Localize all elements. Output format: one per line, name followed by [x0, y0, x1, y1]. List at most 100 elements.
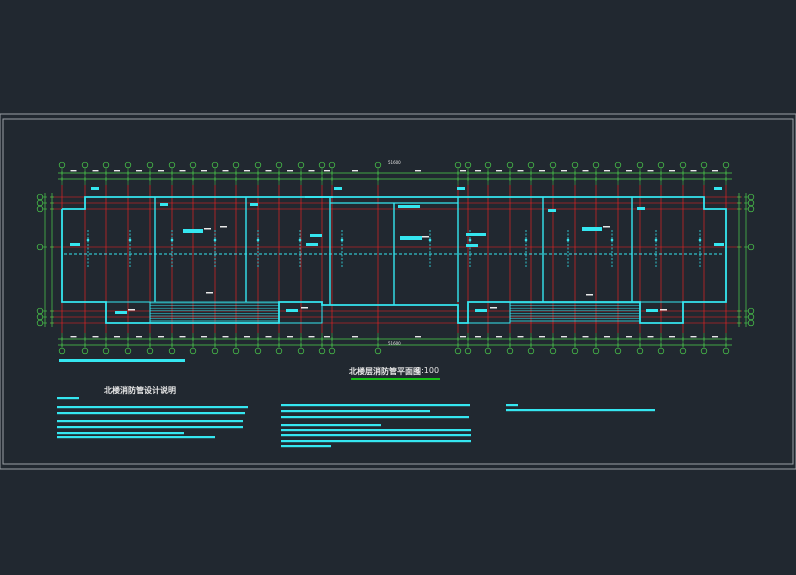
equipment-text [422, 236, 429, 238]
equipment-text [301, 307, 308, 309]
equipment-text [206, 292, 213, 294]
axis-bubble-bottom [81, 347, 89, 355]
dim-label-mark [561, 170, 567, 172]
axis-bubble-left [36, 319, 44, 327]
equipment-text [586, 294, 593, 296]
dim-label-mark [517, 336, 524, 338]
equipment-label [334, 187, 342, 190]
dim-label-mark [222, 336, 229, 338]
sprinkler-head [428, 238, 432, 242]
axis-bubble-bottom [679, 347, 687, 355]
dim-label-mark [70, 170, 77, 172]
axis-bubble-top [484, 161, 492, 169]
axis-bubble-bottom [146, 347, 154, 355]
dim-label-mark [475, 170, 481, 172]
sprinkler-head [128, 238, 132, 242]
sprinkler-head [256, 238, 260, 242]
equipment-label [305, 196, 333, 198]
axis-bubble-right [747, 313, 755, 321]
equipment-label [250, 203, 258, 206]
axis-bubble-top [657, 161, 665, 169]
axis-bubble-bottom [328, 347, 336, 355]
axis-bubble-bottom [297, 347, 305, 355]
equipment-label [398, 205, 420, 208]
drawing-frame-inner [2, 118, 794, 465]
axis-bubble-right [747, 307, 755, 315]
axis-bubble-top [318, 161, 326, 169]
dim-label-mark [647, 170, 654, 172]
equipment-label [310, 234, 322, 237]
dim-label-mark [179, 336, 186, 338]
dim-label-mark [324, 170, 330, 172]
axis-bubble-bottom [722, 347, 730, 355]
dim-label-mark [496, 336, 502, 338]
equipment-label [466, 233, 486, 236]
equipment-label [306, 243, 318, 246]
axis-bubble-bottom [124, 347, 132, 355]
note-text-line [57, 397, 79, 400]
axis-bubble-left [36, 199, 44, 207]
axis-bubble-top [636, 161, 644, 169]
axis-bubble-bottom [571, 347, 579, 355]
equipment-label [582, 227, 602, 231]
note-text-line [281, 404, 470, 407]
dim-label-mark [70, 336, 77, 338]
axis-bubble-top [722, 161, 730, 169]
axis-bubble-bottom [232, 347, 240, 355]
sprinkler-head [213, 238, 217, 242]
axis-bubble-right [747, 199, 755, 207]
dim-label-mark [475, 336, 481, 338]
dim-label-mark [265, 336, 272, 338]
equipment-text [128, 309, 135, 311]
axis-bubble-left [36, 193, 44, 201]
axis-bubble-bottom [700, 347, 708, 355]
note-text-line [281, 440, 471, 443]
axis-bubble-top [168, 161, 176, 169]
dim-label-mark [539, 170, 545, 172]
equipment-label [183, 229, 203, 233]
equipment-label [466, 244, 478, 247]
axis-bubble-top [58, 161, 66, 169]
axis-bubble-left [36, 307, 44, 315]
fire-pipe-equipment [70, 187, 724, 314]
axis-bubble-top [189, 161, 197, 169]
dim-label-mark [308, 336, 315, 338]
wing-room [278, 301, 323, 324]
dim-label-mark [201, 170, 207, 172]
dim-label-mark [669, 170, 675, 172]
note-text-line [281, 434, 471, 437]
dim-label-mark [265, 170, 272, 172]
dim-label-mark [626, 170, 632, 172]
axis-bubble-right [747, 205, 755, 213]
axis-bubble-top [571, 161, 579, 169]
dim-label-mark [179, 170, 186, 172]
dim-label-mark [136, 336, 142, 338]
equipment-label [646, 309, 658, 312]
equipment-text [204, 228, 211, 230]
axis-bubble-top [232, 161, 240, 169]
dim-label-mark [712, 170, 718, 172]
axis-bubble-top [527, 161, 535, 169]
axis-bubble-left [36, 205, 44, 213]
axis-bubble-bottom [211, 347, 219, 355]
bottom-total-dimension: 51600 [388, 341, 401, 346]
dim-label-mark [517, 170, 524, 172]
note-text-line [281, 410, 430, 413]
axis-bubble-top [124, 161, 132, 169]
axis-bubble-right [747, 243, 755, 251]
drawing-scale: 1:100 [416, 366, 440, 375]
dim-label-mark [92, 336, 99, 338]
axis-bubble-bottom [614, 347, 622, 355]
dim-label-mark [415, 170, 421, 172]
dim-label-mark [539, 336, 545, 338]
axis-bubble-top [275, 161, 283, 169]
wing-room [639, 301, 684, 324]
dim-label-mark [201, 336, 207, 338]
axis-bubble-left [36, 243, 44, 251]
notes-header-bar [59, 359, 185, 362]
sprinkler-head [468, 238, 472, 242]
dim-label-mark [352, 170, 358, 172]
axis-bubble-bottom [527, 347, 535, 355]
axis-bubble-bottom [102, 347, 110, 355]
